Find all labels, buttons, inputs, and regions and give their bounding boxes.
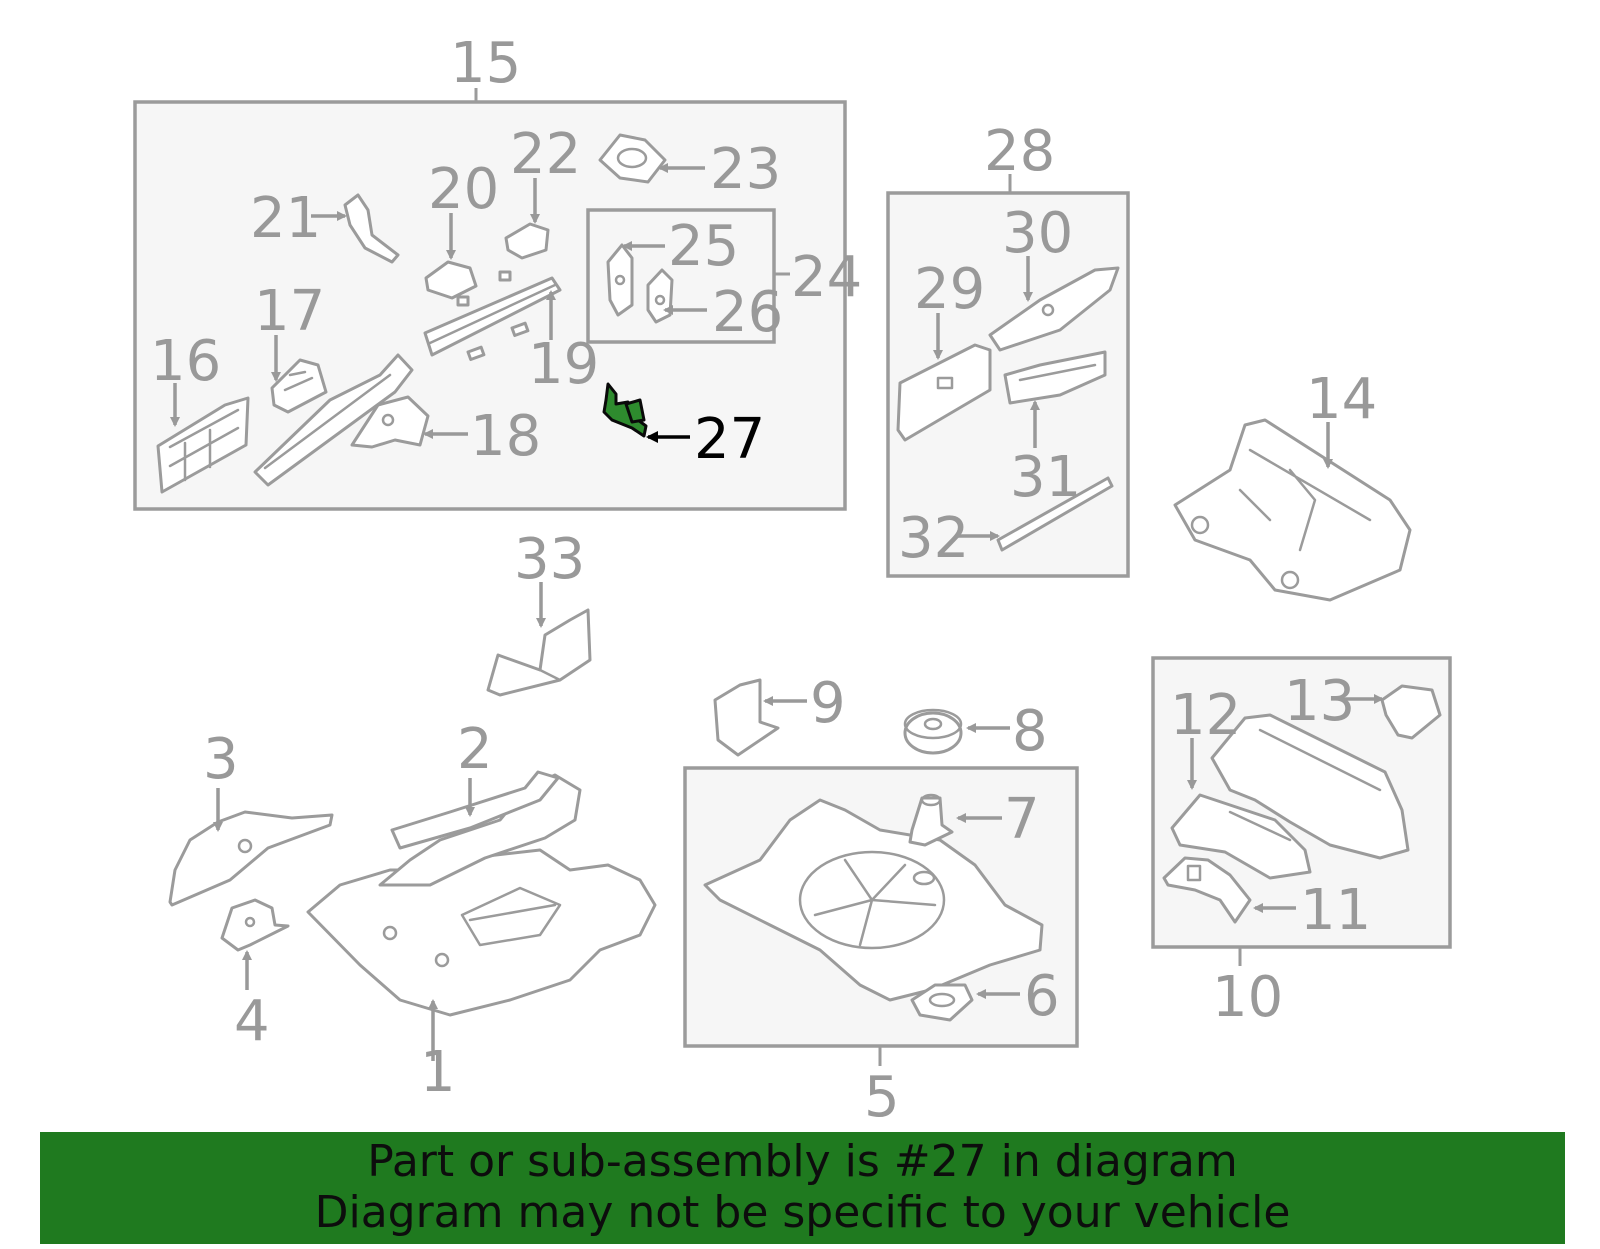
part-21-drawing (343, 193, 400, 264)
part-9-drawing (713, 678, 780, 757)
callout-3: 3 (203, 727, 239, 792)
part-12-drawing (1170, 713, 1410, 880)
part-5-drawing (703, 798, 1044, 1002)
part-3-drawing (168, 810, 334, 907)
part-33-drawing (486, 608, 592, 697)
callout-33: 33 (514, 527, 585, 592)
callout-31: 31 (1010, 445, 1081, 510)
callout-15: 15 (450, 31, 521, 96)
callout-13: 13 (1284, 669, 1355, 734)
part-25-drawing (606, 243, 634, 317)
callout-24: 24 (791, 245, 862, 310)
part-32-drawing (996, 476, 1114, 552)
callout-28: 28 (984, 119, 1055, 184)
callout-14: 14 (1306, 367, 1377, 432)
part-20-drawing (424, 260, 512, 307)
part-31-drawing (1003, 350, 1107, 405)
part-17-drawing (270, 358, 328, 414)
callout-32: 32 (898, 506, 969, 571)
callout-10: 10 (1212, 965, 1283, 1030)
callout-25: 25 (668, 214, 739, 279)
callout-11: 11 (1300, 878, 1371, 943)
leader-arrows (170, 163, 1384, 1061)
callout-7: 7 (1004, 787, 1040, 852)
callout-20: 20 (428, 157, 499, 222)
part-27-drawing (602, 382, 648, 438)
callout-5: 5 (864, 1065, 900, 1130)
callout-30: 30 (1002, 201, 1073, 266)
callout-22: 22 (510, 122, 581, 187)
callout-18: 18 (470, 404, 541, 469)
callout-17: 17 (254, 279, 325, 344)
callout-2: 2 (457, 717, 493, 782)
callout-1: 1 (420, 1040, 456, 1105)
part-11-drawing (1162, 856, 1252, 924)
part-4-drawing (220, 898, 290, 952)
callout-12: 12 (1170, 683, 1241, 748)
callout-26: 26 (712, 280, 783, 345)
callout-6: 6 (1024, 964, 1060, 1029)
callout-23: 23 (710, 137, 781, 202)
callout-8: 8 (1012, 699, 1048, 764)
info-banner: Part or sub-assembly is #27 in diagram D… (40, 1132, 1565, 1244)
part-8-drawing (903, 708, 963, 755)
callout-4: 4 (234, 989, 270, 1054)
part-19-drawing (423, 276, 562, 362)
part-29-drawing (896, 343, 992, 442)
callout-9: 9 (810, 671, 846, 736)
banner-line-2: Diagram may not be specific to your vehi… (314, 1187, 1291, 1238)
part-23-drawing (598, 133, 667, 184)
callout-27: 27 (694, 407, 765, 472)
part-22-drawing (504, 222, 550, 260)
part-1-2-drawing (306, 770, 657, 1017)
callout-19: 19 (528, 332, 599, 397)
part-30-drawing (988, 266, 1120, 352)
part-7-drawing (908, 793, 954, 847)
part-6-drawing (910, 983, 974, 1022)
front-rail-drawing (253, 353, 414, 487)
callout-29: 29 (914, 257, 985, 322)
banner-line-1: Part or sub-assembly is #27 in diagram (367, 1136, 1238, 1187)
part-13-drawing (1380, 684, 1442, 740)
part-16-drawing (156, 396, 250, 494)
part-14-drawing (1173, 418, 1412, 602)
callout-16: 16 (150, 329, 221, 394)
callout-21: 21 (250, 186, 321, 251)
